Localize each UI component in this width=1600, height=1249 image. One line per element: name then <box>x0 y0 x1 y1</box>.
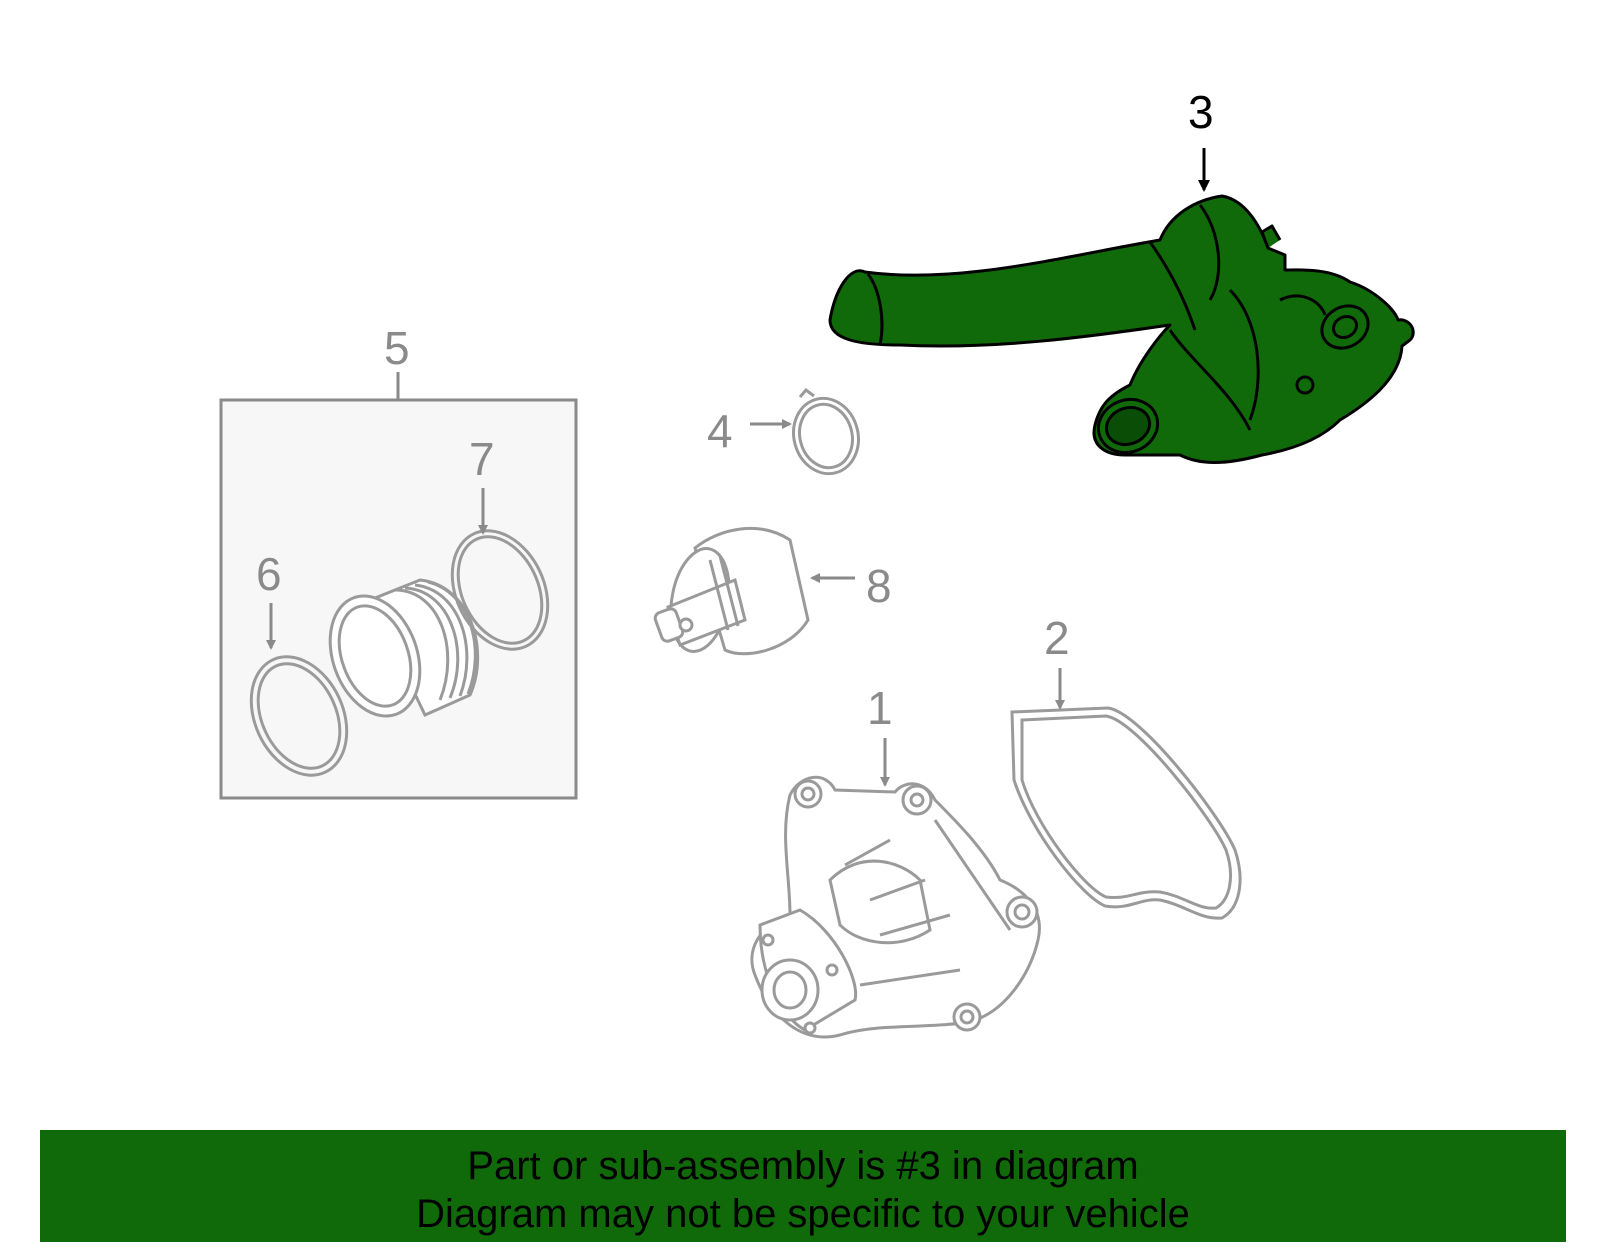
thermostat-part-8[interactable] <box>653 527 810 656</box>
info-banner: Part or sub-assembly is #3 in diagram Di… <box>40 1130 1566 1242</box>
gasket-part-2[interactable] <box>1010 706 1242 920</box>
callout-2: 2 <box>1044 612 1070 664</box>
banner-line-2: Diagram may not be specific to your vehi… <box>416 1192 1190 1236</box>
callout-1: 1 <box>867 682 893 734</box>
coolant-sleeve-adapter[interactable] <box>314 578 480 729</box>
callout-8: 8 <box>866 560 892 612</box>
o-ring-part-6[interactable] <box>233 641 365 791</box>
banner-line-1: Part or sub-assembly is #3 in diagram <box>467 1144 1139 1188</box>
o-ring-part-7[interactable] <box>434 515 566 665</box>
callout-7: 7 <box>469 433 495 485</box>
callout-4: 4 <box>707 405 733 457</box>
seal-ring-part-4[interactable] <box>785 387 866 481</box>
water-pump-part-1[interactable] <box>750 775 1041 1039</box>
callout-5: 5 <box>384 322 410 374</box>
callout-6: 6 <box>256 548 282 600</box>
callout-3: 3 <box>1188 86 1214 138</box>
thermostat-housing-part-3[interactable] <box>828 194 1415 464</box>
